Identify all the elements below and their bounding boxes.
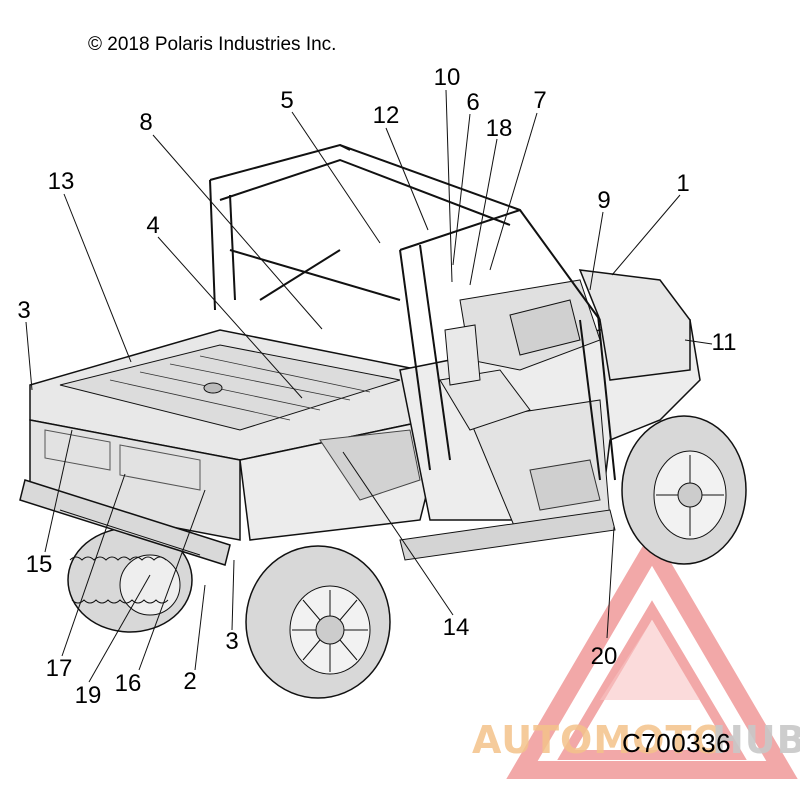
watermark-text-primary: AUTOMOTO [472,718,726,762]
callout-12: 12 [372,102,400,129]
leader-lines [25,89,713,683]
rear-right-tire [245,545,391,699]
watermark-logo [506,530,798,779]
roll-cage [209,143,616,481]
callout-9: 9 [597,187,611,214]
seat [439,324,531,431]
callout-3-hitch: 3 [225,628,239,655]
callout-15: 15 [25,551,53,578]
callout-19: 19 [74,682,102,709]
callout-13: 13 [47,168,75,195]
figure-code: C700336 [622,728,732,758]
callout-1: 1 [676,170,690,197]
callout-5: 5 [280,87,294,114]
callout-4: 4 [146,212,160,239]
rear-bumper [19,479,231,566]
callout-10: 10 [433,64,461,91]
callout-7: 7 [533,87,547,114]
callout-16: 16 [114,670,142,697]
copyright-notice: © 2018 Polaris Industries Inc. [88,34,337,55]
callout-2: 2 [183,668,197,695]
cab-body [399,269,701,561]
callout-11: 11 [711,329,737,356]
callout-14: 14 [442,614,470,641]
callout-20: 20 [590,643,618,670]
callout-18: 18 [485,115,513,142]
callout-17: 17 [45,655,73,682]
callout-6: 6 [466,89,480,116]
callout-3-rear: 3 [17,297,31,324]
front-right-tire [621,415,747,565]
callout-8: 8 [139,109,153,136]
watermark-text-secondary: HUB [712,718,800,762]
